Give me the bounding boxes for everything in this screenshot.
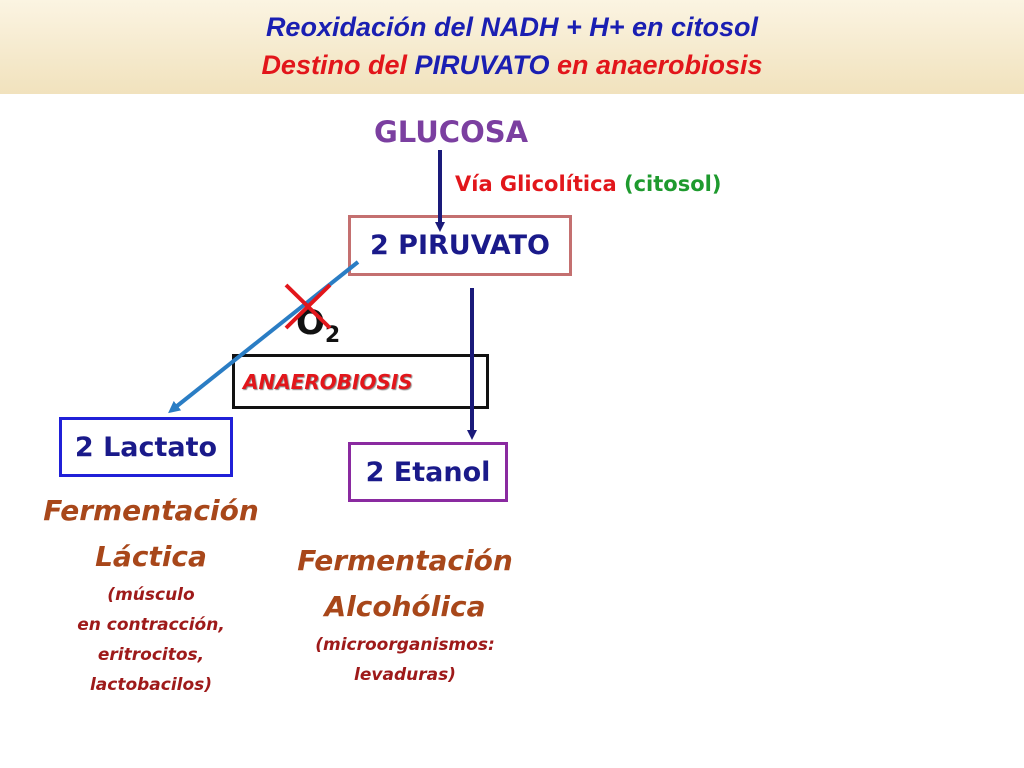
header-title-line1: Reoxidación del NADH + H+ en citosol [265,12,759,42]
oxygen-label: O2 [296,303,340,348]
header-line2-part1: Destino del [261,50,415,80]
header-line2-part4: anaerobiosis [596,50,763,80]
oxygen-subscript: 2 [324,323,341,348]
piruvato-box: 2 PIRUVATO [348,215,572,276]
ferm-lactica-line2: Láctica [95,540,207,573]
etanol-box: 2 Etanol [348,442,508,502]
ferm-lactica-note4: lactobacilos) [89,675,213,695]
ferm-alcoholica-note2: levaduras) [354,665,456,685]
fermentacion-lactica: Fermentación Láctica (músculo en contrac… [20,488,282,700]
glucosa-label: GLUCOSA [374,115,529,149]
header-line2-part3: en [549,50,596,80]
fermentacion-alcoholica: Fermentación Alcohólica (microorganismos… [270,538,540,690]
via-label: Vía Glicolítica [455,172,617,196]
header-line2-part2: PIRUVATO [414,50,550,80]
ferm-alcoholica-line1: Fermentación [297,544,513,577]
ferm-lactica-line1: Fermentación [43,494,259,527]
slide-header: Reoxidación del NADH + H+ en citosol Des… [0,0,1024,94]
ferm-lactica-note1: (músculo [107,585,195,605]
lactato-box: 2 Lactato [59,417,233,477]
via-context: (citosol) [624,172,722,196]
ferm-lactica-note3: eritrocitos, [97,645,205,665]
ferm-lactica-note2: en contracción, [77,615,225,635]
ferm-alcoholica-note1: (microorganismos: [315,635,495,655]
via-glicolitica-label: Vía Glicolítica (citosol) [455,172,721,196]
header-title-line2: Destino del PIRUVATO en anaerobiosis [0,46,1024,84]
oxygen-symbol: O [296,303,325,343]
anaerobiosis-box: ANAEROBIOSIS [232,354,489,409]
ferm-alcoholica-line2: Alcohólica [324,590,486,623]
